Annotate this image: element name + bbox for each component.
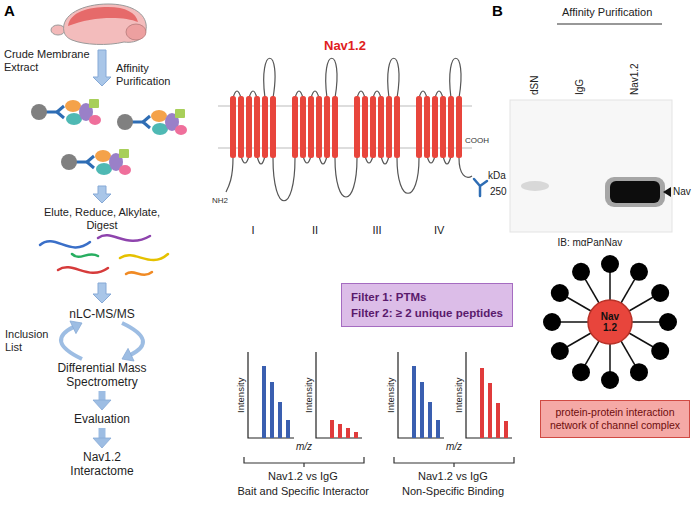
process-step: nLC-MS/MS (57, 307, 147, 321)
text-label: Affinity Purification (562, 6, 652, 19)
filter-box: Filter 1: PTMsFilter 2: ≥ 2 unique pepti… (341, 283, 513, 327)
node-text: Evaluation (57, 412, 147, 426)
process-step: Differential Mass Spectrometry (46, 361, 158, 389)
text-label: Intensity (385, 377, 396, 412)
node-text: Filter 2: ≥ 2 unique peptides (351, 305, 503, 321)
text-label: Intensity (303, 377, 314, 412)
text-label: Nav1.2 (324, 38, 366, 54)
text-label: IgG (574, 79, 586, 95)
bait-circle: Nav 1.2 (587, 299, 633, 345)
edge-label: Inclusion List (4, 328, 58, 354)
node-circle-shape (588, 300, 632, 344)
connector-line (61, 326, 82, 359)
flow-connector (93, 428, 111, 448)
process-arrows (93, 50, 111, 303)
text-label: m/z (296, 441, 312, 453)
text-label: Nav1.2 (629, 63, 641, 95)
text-label: Crude Membrane Extract (4, 48, 90, 74)
node-text: Nav 1.2 (595, 311, 625, 333)
text-label: II (312, 224, 318, 237)
spectra-plots (244, 352, 514, 467)
text-label: A (4, 2, 15, 20)
text-label: B (492, 2, 503, 20)
node-text: nLC-MS/MS (57, 307, 147, 321)
text-label: Nav (673, 186, 691, 198)
text-label: m/z (446, 441, 462, 453)
node-text: Differential Mass Spectrometry (46, 361, 158, 389)
text-label: 250 (490, 186, 507, 198)
text-label: Affinity Purification (116, 62, 186, 88)
text-label: Intensity (453, 377, 464, 412)
node-text: Filter 1: PTMs (351, 289, 503, 305)
western-blot (510, 24, 672, 232)
network-partners (543, 255, 677, 389)
text-label: Nav1.2 vs IgG (268, 470, 338, 483)
network-spokes (552, 264, 668, 380)
text-label: kDa (488, 170, 506, 182)
text-label: IB: mαPanNav (558, 237, 623, 249)
text-label: IV (434, 224, 444, 237)
flow-connector (122, 323, 143, 361)
text-label: Elute, Reduce, Alkylate, Digest (40, 206, 164, 232)
arrow-head (122, 348, 134, 361)
node-text: protein-protein interaction network of c… (547, 406, 683, 432)
text-label: COOH (465, 136, 489, 146)
text-label: NH2 (212, 196, 228, 206)
arrow-head (93, 438, 111, 448)
flow-connector (61, 321, 82, 359)
text-label: dSN (529, 76, 541, 95)
flow-connector (93, 391, 111, 410)
text-label: Non-Specific Binding (402, 485, 504, 498)
text-label: I (252, 224, 255, 237)
text-label: Intensity (235, 377, 246, 412)
channel-topology (218, 58, 487, 201)
process-step: Evaluation (57, 412, 147, 426)
bead-complexes (31, 99, 187, 175)
arrow-head (70, 321, 82, 334)
mouse-brain (51, 4, 146, 44)
arrow-head (93, 400, 111, 410)
process-step: Nav1.2 Interactome (54, 450, 150, 478)
peptide-fragments (40, 235, 168, 275)
node-text: Nav1.2 Interactome (54, 450, 150, 478)
text-label: Nav1.2 vs IgG (418, 470, 488, 483)
text-label: Bait and Specific Interactor (238, 485, 369, 498)
connector-line (122, 323, 143, 356)
text-label: III (373, 224, 382, 237)
network-caption-box: protein-protein interaction network of c… (540, 400, 690, 438)
